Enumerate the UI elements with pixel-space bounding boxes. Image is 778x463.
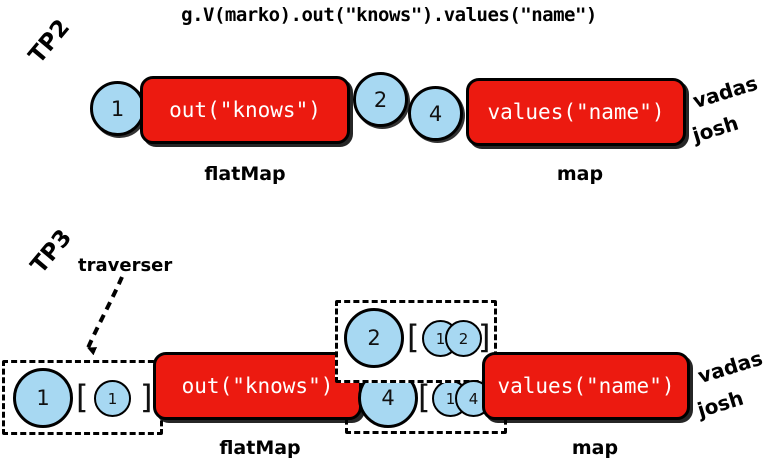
tp3-traverser-2-path-1: 2 (445, 320, 482, 357)
tp3-traverser-4-bracket-open: [ (418, 378, 431, 416)
tp2-output-vadas: vadas (689, 70, 761, 114)
tp3-traverser-2-bracket-close: ] (478, 318, 491, 356)
tp2-input-circle-1: 1 (90, 81, 145, 136)
stage-label-tp3: TP3 (26, 224, 78, 279)
tp3-traverser-2-object: 2 (344, 308, 404, 368)
traverser-annotation-label: traverser (78, 255, 173, 276)
tp3-caption-flatmap: flatMap (219, 437, 301, 459)
tp2-output-josh: josh (689, 110, 742, 148)
tp3-step-map: values("name") (482, 352, 690, 420)
tp3-caption-map: map (571, 437, 619, 459)
tp2-caption-flatmap: flatMap (204, 163, 286, 185)
tp3-output-vadas: vadas (694, 345, 766, 389)
tp3-traverser-1-bracket-open: [ (76, 378, 89, 416)
tp2-step-map: values("name") (466, 78, 686, 146)
page-title: g.V(marko).out("knows").values("name") (181, 4, 597, 26)
tp3-step-flatmap: out("knows") (153, 352, 362, 420)
tp3-traverser-1-bracket-close: ] (140, 378, 153, 416)
tp2-caption-map: map (556, 163, 604, 185)
tp2-step-flatmap: out("knows") (140, 76, 350, 144)
tp3-traverser-1-path-0: 1 (94, 380, 131, 417)
tp3-traverser-1-object: 1 (13, 368, 73, 428)
tp3-traverser-2-bracket-open: [ (407, 318, 420, 356)
tp2-intermediate-circle-4: 4 (408, 86, 463, 141)
tp3-output-josh: josh (694, 385, 747, 423)
tp2-intermediate-circle-2: 2 (353, 72, 408, 127)
